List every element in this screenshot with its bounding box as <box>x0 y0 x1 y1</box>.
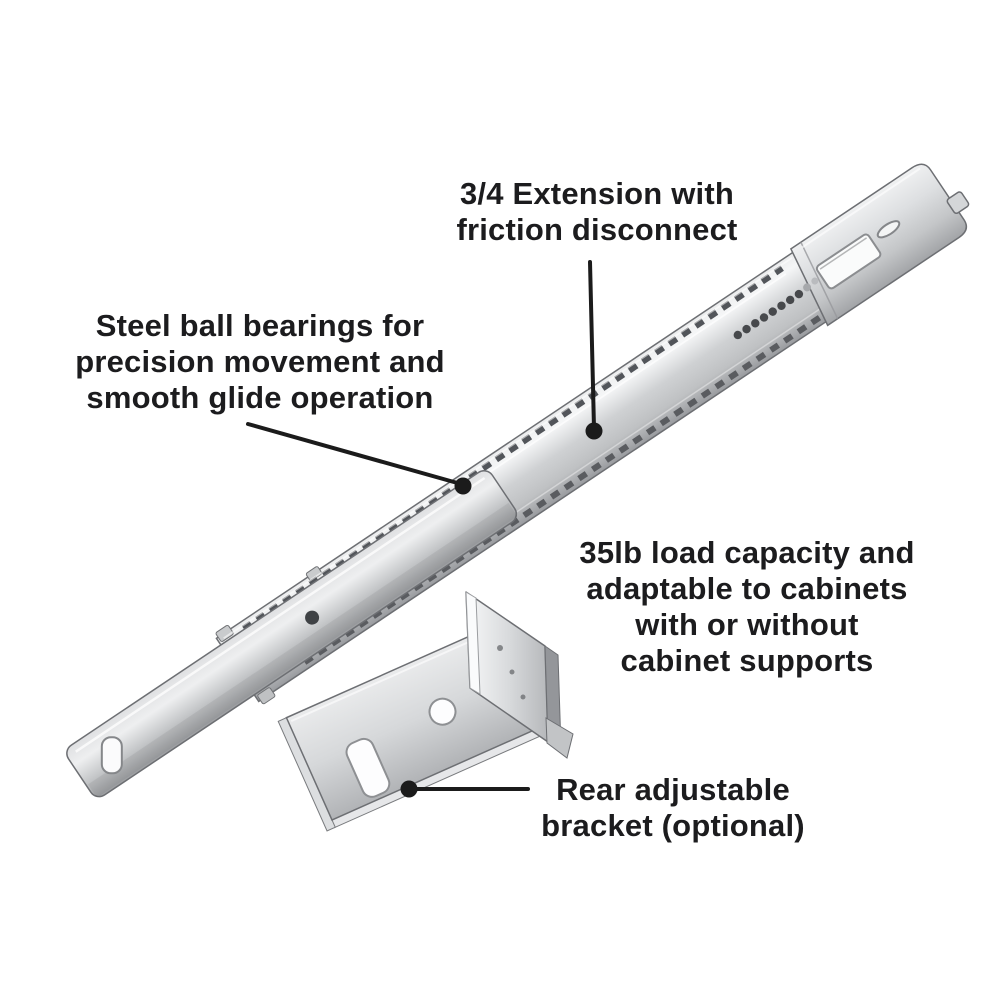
bracket-screw-hole <box>428 697 457 726</box>
bracket-adjust-slot <box>345 737 391 798</box>
rail-end-tab <box>946 191 970 215</box>
callout-line: Steel ball bearings for <box>95 308 425 343</box>
leader-line-bearings <box>246 422 463 486</box>
callout-bracket: Rear adjustable bracket (optional) <box>473 772 873 844</box>
bracket-flange-lip <box>545 717 574 759</box>
callout-extension: 3/4 Extension with friction disconnect <box>367 176 827 248</box>
rear-bracket <box>277 591 574 832</box>
callout-line: 3/4 Extension with <box>459 176 735 211</box>
rail-inner-member <box>66 470 518 798</box>
rail-top-highlight <box>223 256 793 640</box>
rail-stop-tab <box>215 624 234 642</box>
rail-oval-slot <box>876 220 901 239</box>
rail-mounting-hole <box>305 610 320 625</box>
callout-line: adaptable to cabinets <box>586 571 908 606</box>
callout-line: bracket (optional) <box>541 808 805 843</box>
callout-line: precision movement and <box>75 344 445 379</box>
bracket-flange-edge-highlight <box>465 591 481 695</box>
leader-dot-extension <box>585 422 603 440</box>
rail-outer-highlight <box>801 167 921 249</box>
callout-line: smooth glide operation <box>86 380 434 415</box>
ball-bearing-track-bottom <box>303 308 832 665</box>
callout-capacity: 35lb load capacity and adaptable to cabi… <box>517 535 977 679</box>
leader-dot-bracket <box>400 780 418 798</box>
rail-outer-step <box>800 241 839 320</box>
rail-inner-highlight <box>75 476 486 753</box>
drawer-slide-rail <box>66 163 970 798</box>
leader-line-extension <box>588 260 596 430</box>
rail-end-slot <box>100 736 123 775</box>
callout-line: with or without <box>635 607 859 642</box>
rail-cutout-shadow <box>819 237 868 270</box>
callout-line: Rear adjustable <box>556 772 790 807</box>
callout-bearings: Steel ball bearings for precision moveme… <box>30 308 490 416</box>
callout-line: 35lb load capacity and <box>579 535 915 570</box>
rail-inner-shade <box>88 502 518 798</box>
bracket-flange-holes <box>497 645 526 700</box>
callout-line: friction disconnect <box>456 212 738 247</box>
ball-bearing-track-top <box>241 265 784 632</box>
rail-stop-tab <box>257 687 276 705</box>
callout-line: cabinet supports <box>620 643 874 678</box>
adjustment-holes <box>733 277 819 340</box>
leader-dot-bearings <box>454 477 472 495</box>
rail-cutout <box>815 233 882 290</box>
